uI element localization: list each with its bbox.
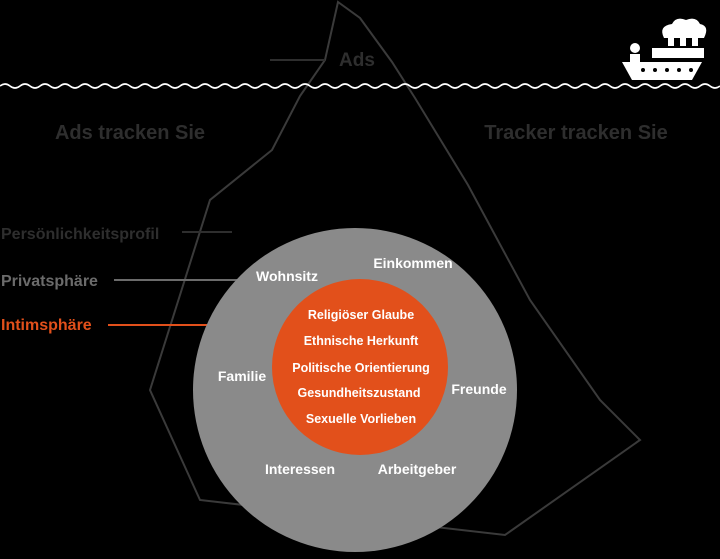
privat-item-wohnsitz: Wohnsitz [256, 268, 318, 284]
privat-item-arbeitgeber: Arbeitgeber [378, 461, 457, 477]
intim-item-politik: Politische Orientierung [292, 361, 430, 375]
section-right-title: Tracker tracken Sie [484, 122, 667, 144]
privat-item-interessen: Interessen [265, 461, 335, 477]
intim-circle [272, 279, 448, 455]
water-line [0, 83, 720, 89]
privat-item-familie: Familie [218, 368, 266, 384]
layer-label-intim: Intimsphäre [1, 317, 92, 334]
layer-label-persoenlichkeit: Persönlichkeitsprofil [1, 226, 159, 243]
intim-item-religion: Religiöser Glaube [308, 308, 414, 322]
layer-label-privat: Privatsphäre [1, 273, 98, 290]
privat-item-freunde: Freunde [451, 381, 506, 397]
section-left-title: Ads tracken Sie [55, 122, 205, 144]
privat-item-einkommen: Einkommen [373, 255, 452, 271]
tip-label: Ads [339, 50, 375, 71]
intim-item-gesundheit: Gesundheitszustand [298, 386, 421, 400]
intim-item-herkunft: Ethnische Herkunft [304, 334, 419, 348]
iceberg-outline [148, 0, 642, 537]
ship-icon [622, 18, 707, 80]
intim-item-sexualitaet: Sexuelle Vorlieben [306, 412, 416, 426]
